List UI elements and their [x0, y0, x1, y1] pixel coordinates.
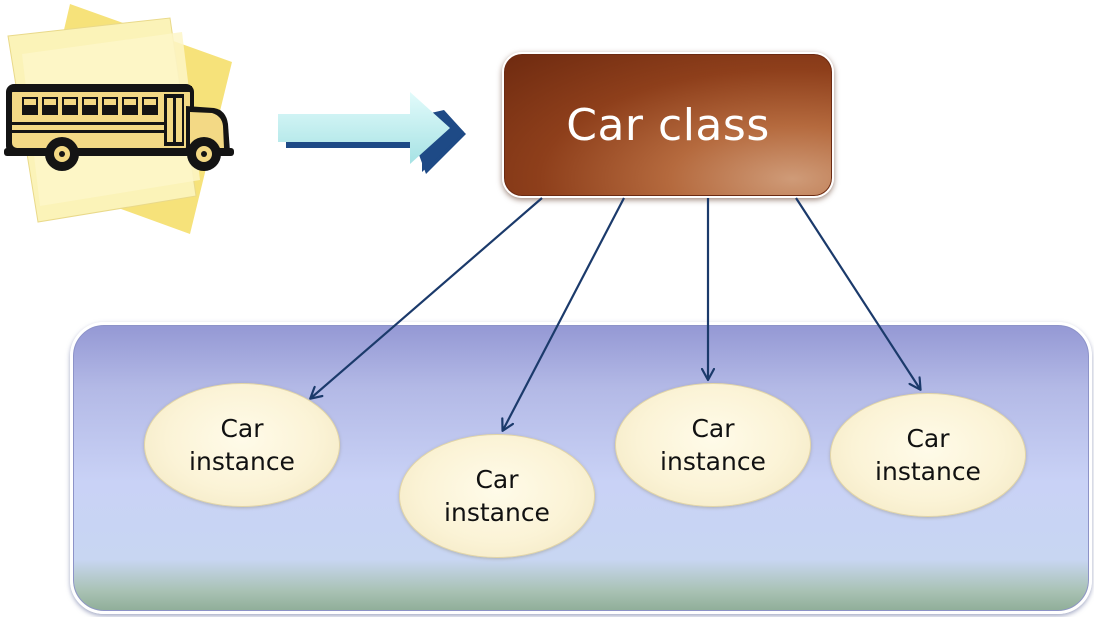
school-bus-icon [4, 4, 234, 234]
car-instance-3-line1: Car [691, 414, 735, 443]
car-class-box: Car class [502, 52, 834, 198]
car-instance-2-line1: Car [475, 465, 519, 494]
car-instance-4-line1: Car [906, 424, 950, 453]
connector-to-instance-2 [503, 197, 625, 430]
connector-to-instance-4 [795, 197, 920, 389]
car-instance-2-line2: instance [444, 498, 550, 527]
block-arrow-right-icon [278, 92, 466, 174]
car-instance-1: Car instance [144, 383, 340, 507]
car-instance-4: Car instance [830, 393, 1026, 517]
car-instance-2: Car instance [399, 434, 595, 558]
car-instance-3: Car instance [615, 383, 811, 507]
car-instance-4-line2: instance [875, 457, 981, 486]
car-instance-3-line2: instance [660, 447, 766, 476]
car-instance-1-line1: Car [220, 414, 264, 443]
connector-to-instance-1 [311, 197, 543, 398]
car-instance-1-line2: instance [189, 447, 295, 476]
car-class-label: Car class [566, 99, 770, 151]
